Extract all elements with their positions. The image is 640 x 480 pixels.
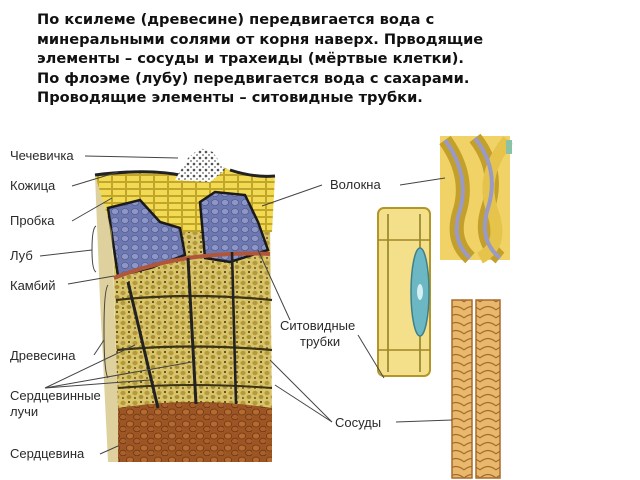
medullary-ray-2 — [186, 257, 198, 405]
label-sieve-tubes-line-1: Ситовидные — [280, 318, 355, 333]
label-xylem: Древесина — [10, 348, 76, 363]
label-sieve-tubes-line-2: трубки — [300, 334, 340, 349]
bracket-phloem — [91, 225, 97, 273]
label-lenticel: Чечевичка — [10, 148, 74, 163]
leader-vessels-2 — [274, 384, 333, 423]
lenticel — [175, 148, 225, 182]
label-cambium: Камбий — [10, 278, 56, 293]
heading-line-1: По ксилеме (древесине) передвигается вод… — [37, 11, 435, 28]
leader-rays-2 — [44, 379, 151, 389]
epidermis-line — [94, 168, 276, 178]
leader-epidermis — [71, 171, 119, 187]
leader-vessels-3 — [395, 419, 453, 423]
fiber-core-1 — [443, 138, 472, 260]
leader-rays-3 — [44, 361, 193, 389]
leader-phloem — [39, 249, 93, 257]
cambium-line — [113, 251, 271, 280]
leader-sieve-left — [257, 249, 291, 321]
heading-line-2: минеральными солями от корня наверх. Прв… — [37, 30, 484, 48]
companion-cell-nucleus — [417, 284, 423, 300]
heading-line-3: элементы – сосуды и трахеиды (мёртвые кл… — [37, 50, 464, 67]
leader-lenticel — [84, 155, 179, 159]
medullary-ray-1 — [126, 281, 160, 409]
label-vessels: Сосуды — [335, 415, 381, 430]
sieve-tube-illustration — [377, 207, 431, 377]
stem-block — [94, 148, 276, 462]
leader-cork — [71, 197, 113, 222]
leader-sieve-right — [357, 334, 385, 379]
heading-line-5: Проводящие элементы – ситовидные трубки. — [37, 89, 423, 106]
leader-pith — [99, 445, 119, 455]
label-phloem: Луб — [10, 248, 33, 263]
fiber-core-2 — [473, 136, 502, 260]
fibers-illustration — [439, 133, 513, 264]
label-rays-line-2: лучи — [10, 404, 38, 419]
label-epidermis: Кожица — [10, 178, 56, 193]
stem-side-shade — [95, 175, 118, 462]
heading-line-4: По флоэме (лубу) передвигается вода с са… — [37, 69, 470, 87]
leader-cambium — [67, 275, 115, 285]
left-labels: Чечевичка Кожица Пробка Луб Камбий Древе… — [10, 148, 193, 461]
leader-rays-1 — [44, 344, 136, 389]
phloem-wedge-right — [198, 190, 270, 264]
leader-xylem — [93, 339, 105, 356]
leader-fibers-left — [261, 184, 323, 207]
fiber-edge-marker — [506, 140, 512, 154]
vessel-1 — [451, 299, 473, 479]
medullary-ray-3 — [230, 251, 238, 405]
bracket-xylem — [103, 284, 109, 379]
label-cork: Пробка — [10, 213, 55, 228]
leader-fibers-right — [399, 177, 446, 186]
heading-text: По ксилеме (древесине) передвигается вод… — [37, 10, 627, 108]
vessels-illustration — [451, 299, 501, 479]
label-pith: Сердцевина — [10, 446, 85, 461]
pith-region — [118, 402, 272, 462]
label-rays-line-1: Сердцевинные — [10, 388, 101, 403]
leader-vessels-1 — [269, 359, 333, 423]
growth-ring-3 — [117, 384, 273, 389]
label-fibers: Волокна — [330, 177, 381, 192]
vessel-2 — [475, 299, 501, 479]
